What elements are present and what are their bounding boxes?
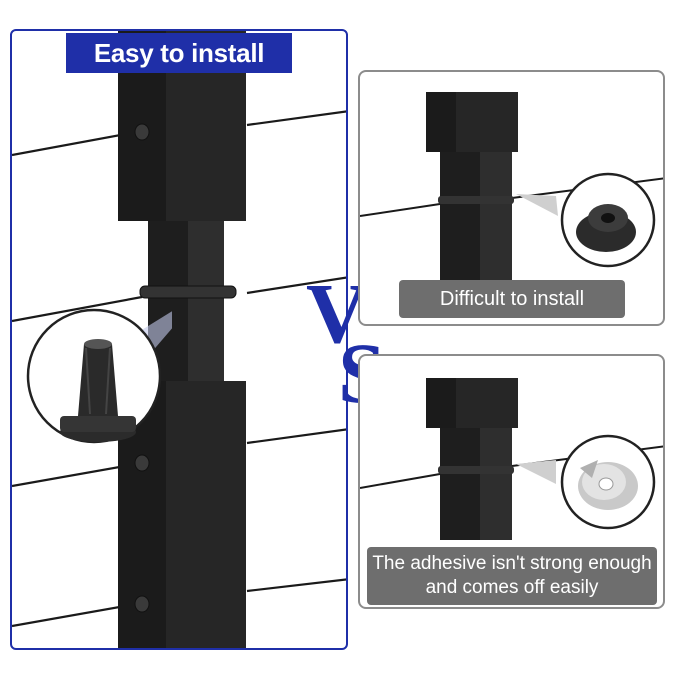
easy-to-install-label: Easy to install	[66, 33, 292, 73]
cable-tensioner	[139, 285, 237, 299]
grommet-callout	[26, 308, 172, 444]
adhesive-illustration	[360, 378, 663, 540]
adhesive-weak-label: The adhesive isn't strong enough and com…	[367, 547, 657, 605]
vs-letter-v: V	[306, 265, 368, 361]
difficult-install-illustration	[360, 92, 663, 302]
difficult-to-install-label: Difficult to install	[399, 280, 625, 318]
